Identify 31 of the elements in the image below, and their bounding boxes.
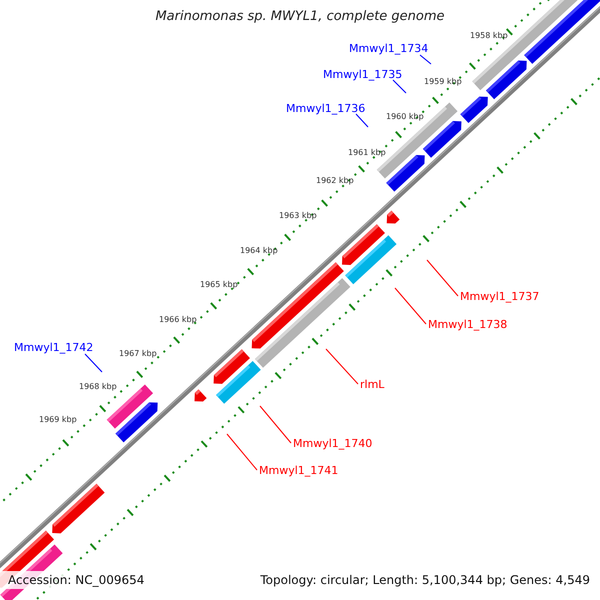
leader-line [356, 114, 368, 128]
leader-line [84, 354, 102, 372]
scale-label: 1969 kbp [39, 415, 77, 424]
gene-label: Mmwyl1_1738 [428, 318, 508, 331]
leader-line [426, 260, 458, 296]
leader-line [392, 80, 406, 94]
gene-label: rlmL [360, 378, 384, 391]
scale-label: 1964 kbp [240, 246, 278, 255]
scale-label: 1960 kbp [386, 112, 424, 121]
scale-label: 1963 kbp [279, 211, 317, 220]
scale-label: 1966 kbp [159, 315, 197, 324]
scale-label: 1961 kbp [348, 148, 386, 157]
leader-line [260, 406, 292, 444]
scale-label: 1958 kbp [470, 31, 508, 40]
gene-label: Mmwyl1_1740 [293, 437, 372, 450]
gene-label: Mmwyl1_1734 [349, 42, 428, 55]
leader-line [226, 434, 258, 470]
leader-line [326, 348, 358, 384]
genome-title: Marinomonas sp. MWYL1, complete genome [154, 9, 446, 24]
scale-label: 1967 kbp [119, 349, 157, 358]
scale-label: 1965 kbp [200, 280, 238, 289]
gene-label: Mmwyl1_1735 [323, 68, 402, 81]
gene-label: Mmwyl1_1737 [460, 290, 540, 303]
leader-line [394, 288, 426, 324]
scale-label: 1968 kbp [79, 382, 117, 391]
gene-label: Mmwyl1_1736 [286, 102, 366, 115]
leader-line [420, 54, 432, 64]
scale-label: 1962 kbp [316, 176, 354, 185]
scale-label: 1959 kbp [424, 77, 462, 86]
gene-label: Mmwyl1_1742 [14, 341, 94, 354]
gene-label: Mmwyl1_1741 [259, 464, 338, 477]
